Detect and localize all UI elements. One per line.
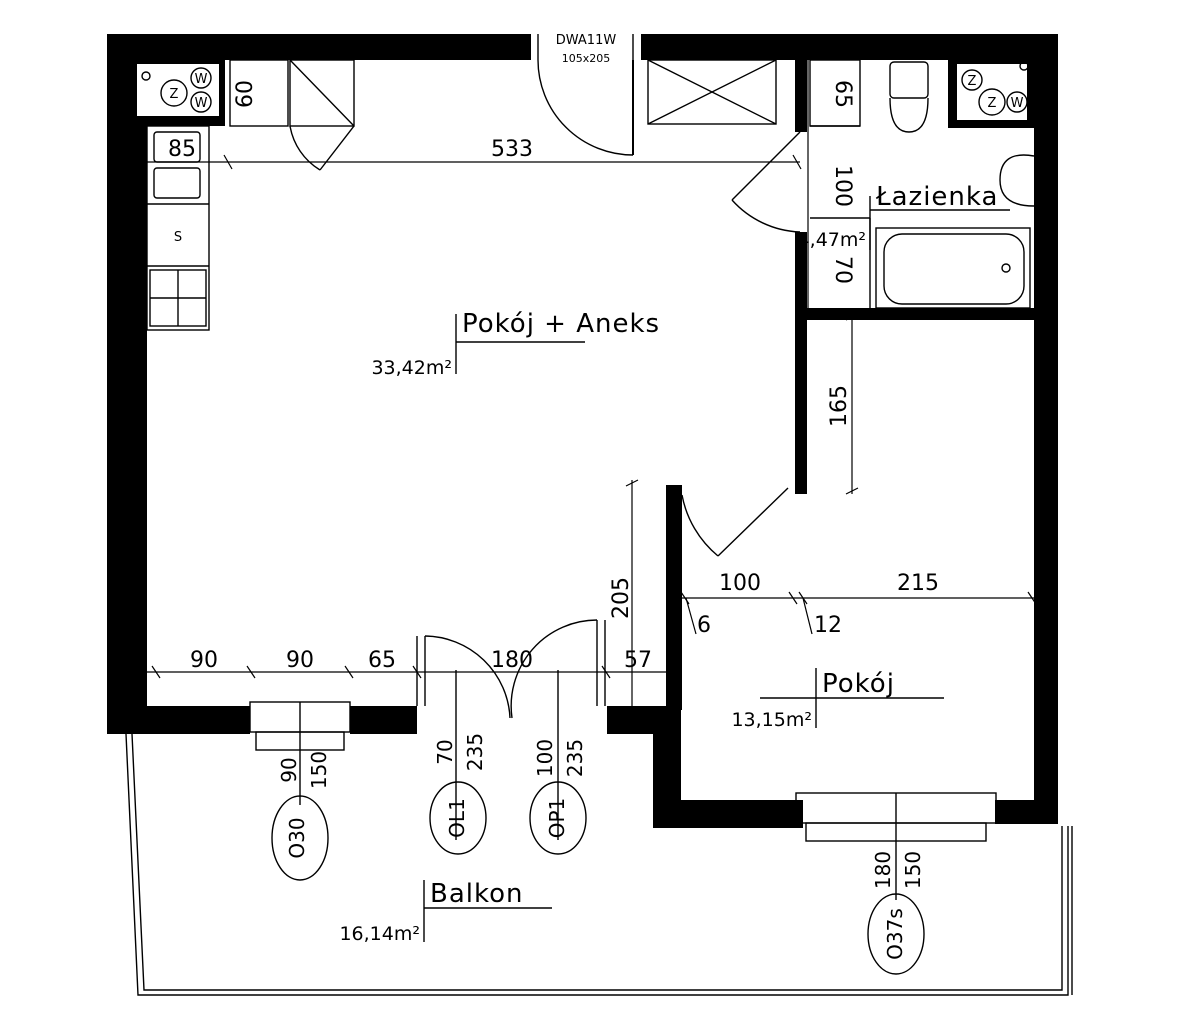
- balcony-doors: [416, 619, 606, 840]
- window-o37s: [795, 792, 997, 900]
- dimension-lines: [147, 60, 1037, 706]
- vent-w-label: W: [195, 72, 208, 87]
- room-main-name: Pokój + Aneks: [462, 309, 660, 339]
- dim-205: 205: [609, 577, 634, 619]
- vent-w-label: W: [1011, 96, 1024, 111]
- dim-60: 60: [233, 80, 258, 108]
- vent-z-label: Z: [968, 74, 977, 89]
- dim-215: 215: [897, 571, 939, 596]
- vent-z-label: Z: [170, 87, 179, 102]
- dim-6: 6: [697, 613, 711, 638]
- room-bathroom-area: 4,47m²: [798, 229, 866, 251]
- opening-op1-height: 235: [563, 739, 587, 777]
- entrance-door-size: 105x205: [562, 52, 611, 65]
- room-main-area: 33,42m²: [371, 357, 452, 379]
- entrance-door: DWA11W 105x205: [537, 33, 634, 156]
- opening-tag-o30: 90 150 O30: [271, 751, 331, 881]
- dim-70: 70: [830, 256, 855, 284]
- kitchen-door: [289, 59, 355, 171]
- room-balcony-name: Balkon: [430, 879, 524, 909]
- dim-57: 57: [624, 648, 652, 673]
- dim-65-b: 65: [368, 648, 396, 673]
- opening-op1-width: 100: [533, 739, 557, 777]
- room-bedroom-name: Pokój: [822, 669, 895, 699]
- dim-165: 165: [827, 385, 852, 427]
- opening-tag-ol1: 70 235 OL1: [429, 733, 487, 855]
- wardrobe: [647, 59, 861, 127]
- room-main: Pokój + Aneks 33,42m²: [371, 309, 660, 379]
- opening-o30-width: 90: [277, 757, 301, 782]
- entrance-door-code: DWA11W: [556, 33, 617, 48]
- balcony-outline: [125, 733, 1073, 996]
- dim-100-vertical: 100: [830, 165, 855, 207]
- room-bathroom: Łazienka 4,47m²: [798, 182, 1010, 251]
- room-bedroom-area: 13,15m²: [731, 709, 812, 731]
- dim-65: 65: [830, 80, 855, 108]
- room-balcony: Balkon 16,14m²: [339, 879, 552, 945]
- opening-ol1-height: 235: [463, 733, 487, 771]
- dim-180: 180: [491, 648, 533, 673]
- opening-tag-o37s: 180 150 O37s: [867, 851, 925, 975]
- dim-533: 533: [491, 137, 533, 162]
- vent-z-label: Z: [988, 96, 997, 111]
- opening-op1-code: OP1: [545, 798, 569, 839]
- vent-symbols-left: Z W W: [141, 67, 212, 113]
- opening-tag-op1: 100 235 OP1: [529, 739, 587, 855]
- dim-90-a: 90: [190, 648, 218, 673]
- opening-ol1-width: 70: [433, 739, 457, 764]
- dim-100-horizontal: 100: [719, 571, 761, 596]
- dim-85: 85: [168, 137, 196, 162]
- kitchen-fixtures: S 60 85: [146, 59, 289, 331]
- opening-o37s-code: O37s: [883, 908, 907, 960]
- opening-ol1-code: OL1: [445, 798, 469, 838]
- room-bathroom-name: Łazienka: [875, 182, 998, 212]
- opening-o30-code: O30: [285, 817, 309, 858]
- dim-12: 12: [814, 613, 842, 638]
- window-o30: [249, 701, 351, 805]
- bedroom-door: [681, 487, 789, 557]
- room-balcony-area: 16,14m²: [339, 923, 420, 945]
- opening-o37s-height: 150: [901, 851, 925, 889]
- dim-90-b: 90: [286, 648, 314, 673]
- opening-o30-height: 150: [307, 751, 331, 789]
- kitchen-s-label: S: [174, 230, 182, 245]
- bathroom-door: [731, 131, 801, 233]
- opening-o37s-width: 180: [871, 851, 895, 889]
- room-bedroom: Pokój 13,15m²: [731, 668, 944, 731]
- bathroom-fixtures: [810, 61, 1035, 309]
- vent-w-label: W: [195, 96, 208, 111]
- vent-symbols-right: Z Z W: [961, 61, 1029, 116]
- dimension-labels: 533 65 100 70 165 205 100 215 6 12 90 90…: [190, 80, 939, 673]
